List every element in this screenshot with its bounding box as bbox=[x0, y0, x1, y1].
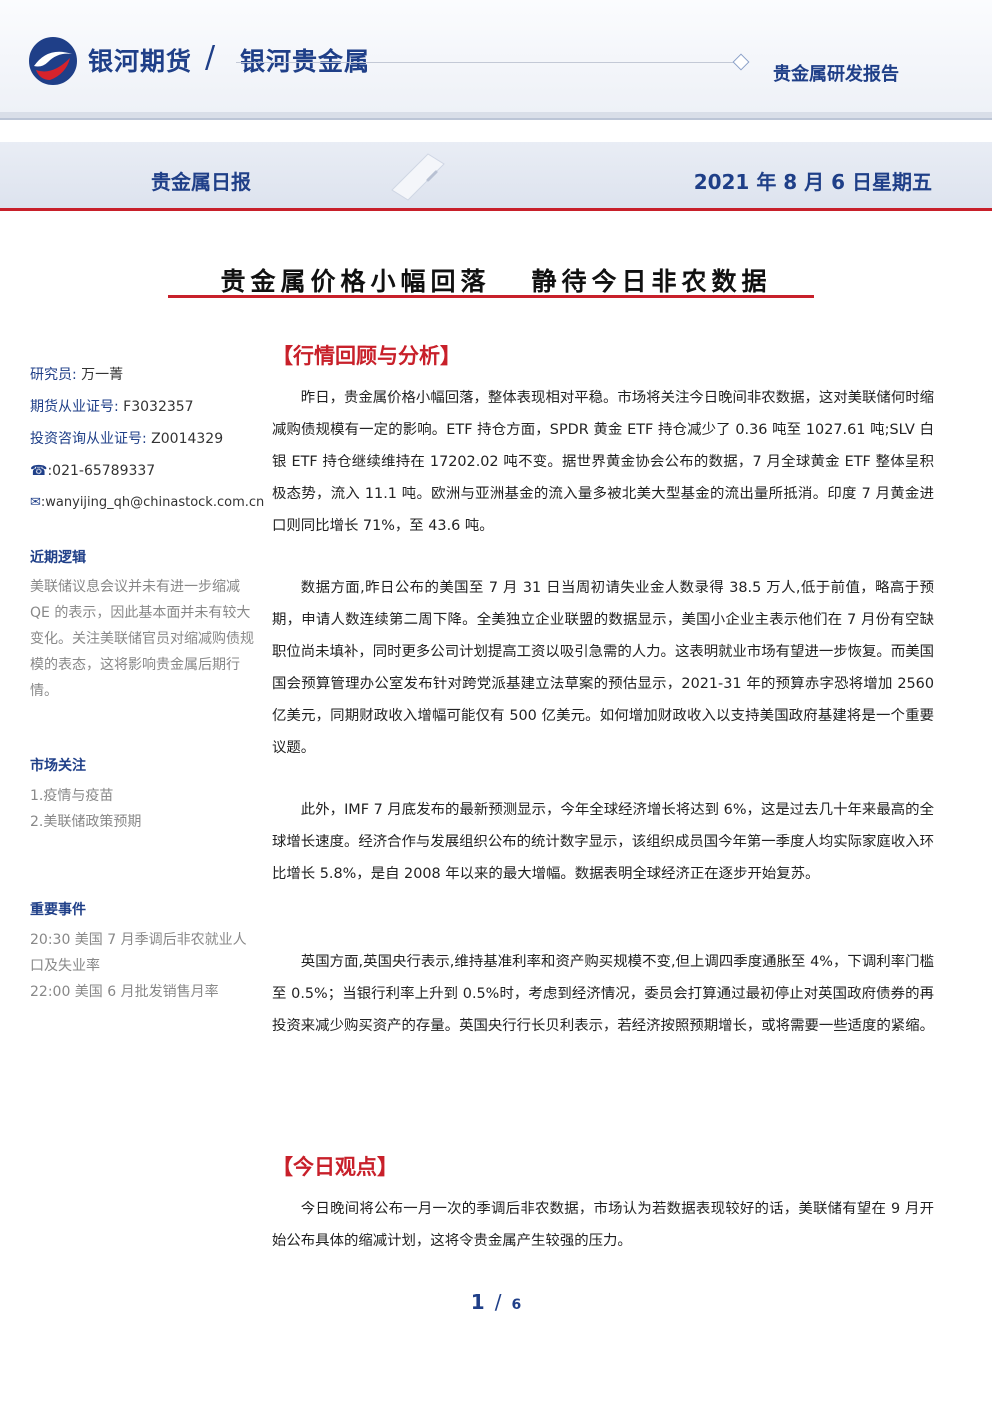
review-paragraph: 此外，IMF 7 月底发布的最新预测显示，今年全球经济增长将达到 6%，这是过去… bbox=[272, 802, 934, 882]
header-divider-dark bbox=[0, 118, 992, 120]
event-item: 20:30 美国 7 月季调后非农就业人口及失业率 bbox=[30, 932, 247, 974]
review-paragraph: 昨日，贵金属价格小幅回落，整体表现相对平稳。市场将关注今日晚间非农数据，这对美联… bbox=[272, 390, 934, 534]
events-heading: 重要事件 bbox=[30, 902, 86, 918]
page-total: 6 bbox=[511, 1297, 522, 1313]
phone-icon: ☎ bbox=[30, 463, 48, 479]
header-divider bbox=[0, 112, 992, 118]
consult-value: Z0014329 bbox=[151, 431, 224, 447]
subheader-band bbox=[0, 142, 992, 208]
license-value: F3032357 bbox=[123, 399, 194, 415]
researcher-label: 研究员: bbox=[30, 367, 77, 383]
sidebar: 研究员: 万一菁 期货从业证号: F3032357 投资咨询从业证号: Z001… bbox=[30, 364, 264, 1000]
report-name: 贵金属日报 bbox=[151, 170, 251, 194]
phone-value: :021-65789337 bbox=[47, 463, 156, 479]
email-line: ✉:wanyijing_qh@chinastock.com.cn bbox=[30, 492, 264, 524]
phone-line: ☎:021-65789337 bbox=[30, 460, 260, 492]
page-current: 1 bbox=[470, 1290, 485, 1314]
researcher-line: 研究员: 万一菁 bbox=[30, 364, 260, 396]
brand-primary: 银河期货 bbox=[88, 47, 193, 76]
review-paragraph: 英国方面,英国央行表示,维持基准利率和资产购买规模不变,但上调四季度通胀至 4%… bbox=[272, 954, 934, 1034]
galaxy-logo-icon bbox=[29, 37, 77, 85]
brand-secondary: 银河贵金属 bbox=[240, 47, 371, 76]
focus-item: 1.疫情与疫苗 bbox=[30, 788, 114, 804]
email-value: :wanyijing_qh@chinastock.com.cn bbox=[40, 495, 265, 510]
report-date: 2021 年 8 月 6 日星期五 bbox=[693, 170, 932, 194]
license-label: 期货从业证号: bbox=[30, 399, 119, 415]
logic-heading: 近期逻辑 bbox=[30, 550, 86, 566]
view-paragraph: 今日晚间将公布一月一次的季调后非农数据，市场认为若数据表现较好的话，美联储有望在… bbox=[272, 1201, 934, 1249]
review-paragraph: 数据方面,昨日公布的美国至 7 月 31 日当周初请失业金人数录得 38.5 万… bbox=[272, 580, 934, 756]
page-separator: / bbox=[494, 1290, 502, 1314]
page-title: 贵金属价格小幅回落 静待今日非农数据 bbox=[220, 267, 772, 296]
focus-heading: 市场关注 bbox=[30, 758, 86, 774]
tablet-decoration-icon bbox=[391, 153, 445, 201]
title-underline bbox=[168, 295, 814, 298]
header-band bbox=[0, 0, 992, 112]
focus-item: 2.美联储政策预期 bbox=[30, 814, 142, 830]
subheader-red-rule bbox=[0, 208, 992, 211]
consult-line: 投资咨询从业证号: Z0014329 bbox=[30, 428, 260, 460]
report-type: 贵金属研发报告 bbox=[773, 64, 899, 85]
event-item: 22:00 美国 6 月批发销售月率 bbox=[30, 984, 219, 1000]
brand-separator: / bbox=[205, 40, 216, 75]
logic-text: 美联储议息会议并未有进一步缩减 QE 的表示，因此基本面并未有较大变化。关注美联… bbox=[30, 579, 254, 699]
researcher-name: 万一菁 bbox=[81, 367, 124, 383]
review-heading: 【行情回顾与分析】 bbox=[272, 344, 461, 368]
header-rule bbox=[236, 62, 736, 63]
page-number: 1 / 6 bbox=[0, 1290, 992, 1314]
email-icon: ✉ bbox=[30, 495, 41, 510]
consult-label: 投资咨询从业证号: bbox=[30, 431, 147, 447]
license-line: 期货从业证号: F3032357 bbox=[30, 396, 260, 428]
view-heading: 【今日观点】 bbox=[272, 1155, 398, 1179]
